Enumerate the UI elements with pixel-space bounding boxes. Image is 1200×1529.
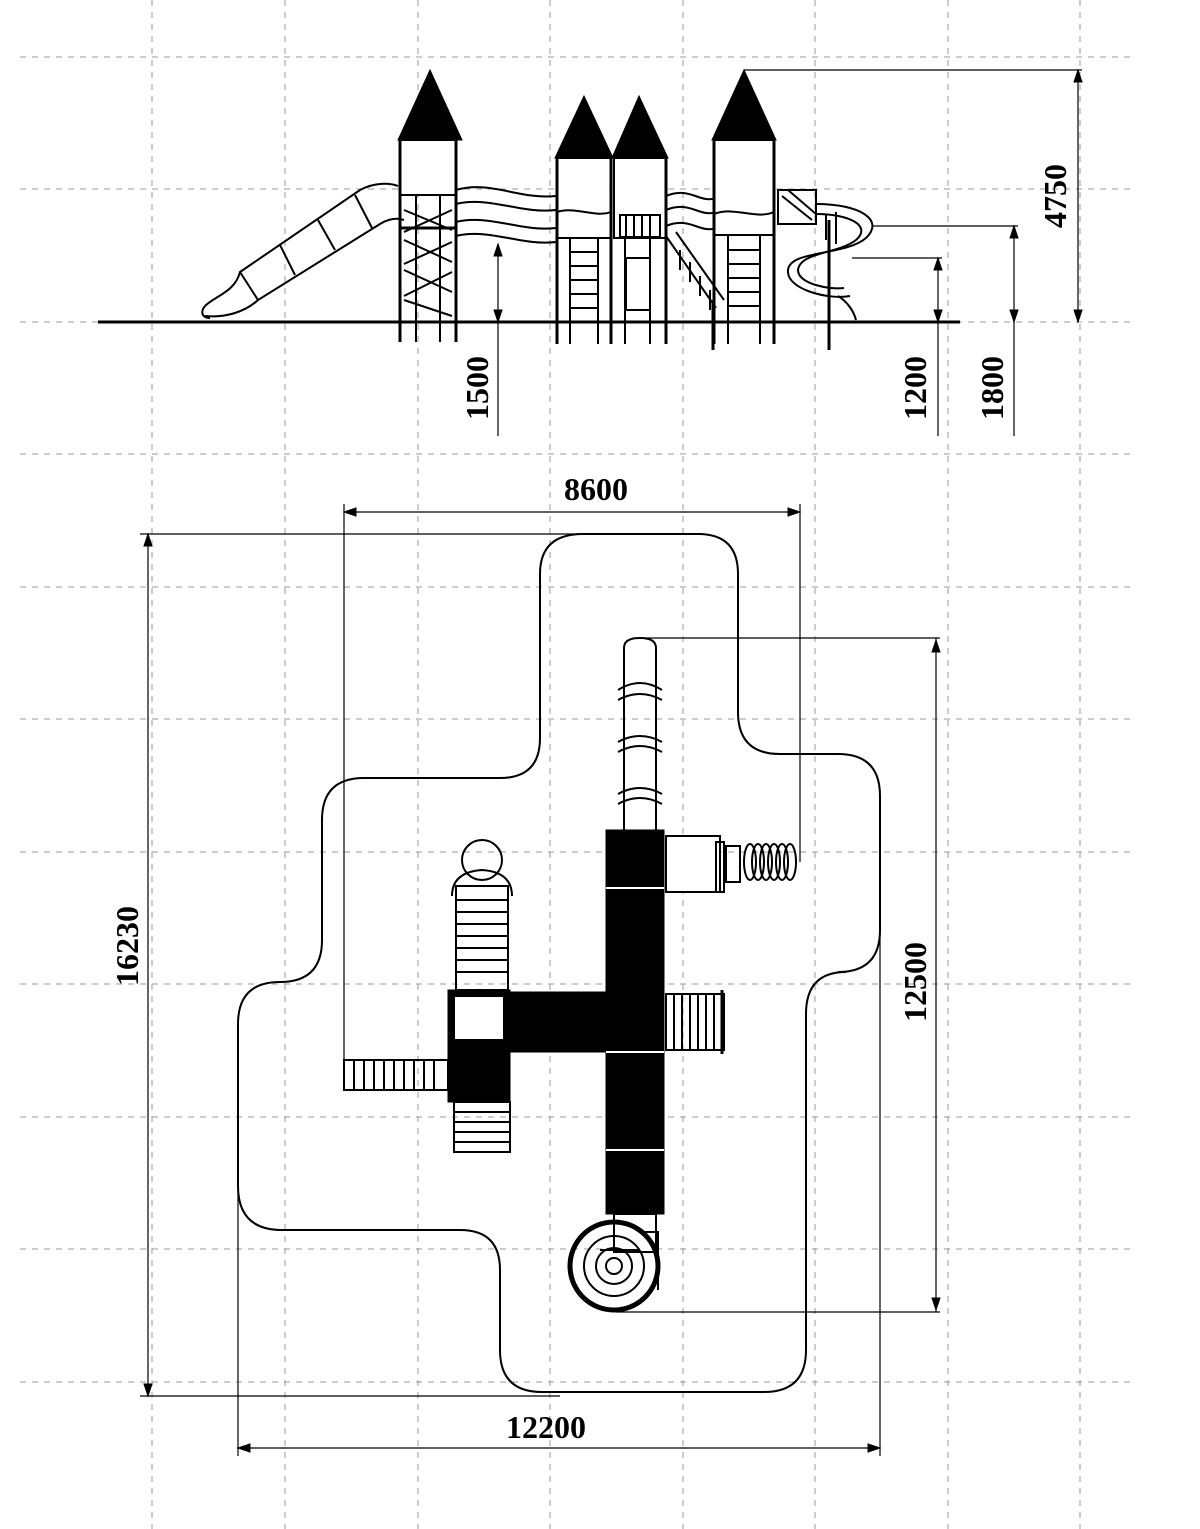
dimension-total-height: 4750 <box>744 68 1083 324</box>
dimension-label-1800: 1800 <box>974 356 1010 420</box>
plan-view: 8600 16230 12500 12200 <box>109 471 941 1456</box>
dimension-label-16230: 16230 <box>109 906 145 986</box>
dimension-label-12200: 12200 <box>506 1409 586 1445</box>
dimension-safety-zone-width: 12200 <box>236 930 882 1456</box>
left-bottom-ladder-plan <box>453 1101 511 1153</box>
dimension-label-1500: 1500 <box>459 356 495 420</box>
tower-4-elevation <box>711 68 777 344</box>
dimension-label-8600: 8600 <box>564 471 628 507</box>
dimension-label-12500: 12500 <box>897 942 933 1022</box>
tube-slide-elevation <box>201 182 405 319</box>
tower-1-elevation <box>397 68 463 342</box>
right-ladder-plan <box>665 990 725 1054</box>
tube-slide-plan <box>617 636 663 830</box>
dimension-spiral-platform-height: 1800 <box>872 224 1019 436</box>
tower-3-elevation <box>611 94 669 344</box>
cross-bridge <box>505 991 611 1053</box>
tower-2-elevation <box>554 94 614 344</box>
spiral-slide-plan <box>567 1213 661 1313</box>
dimension-platform-height: 1500 <box>459 242 503 436</box>
safety-zone-outline <box>237 533 881 1393</box>
spiral-coil-plan <box>743 843 797 881</box>
left-side-ladder-plan <box>343 1059 449 1091</box>
bridge-1-elevation <box>455 186 557 244</box>
background-grid <box>20 0 1135 1529</box>
right-upper-platform <box>665 835 797 893</box>
dimension-equipment-width: 8600 <box>342 471 802 1074</box>
dimension-equipment-length: 12500 <box>616 637 941 1313</box>
dimension-slide-exit-height: 1200 <box>852 256 943 436</box>
dimension-label-4750: 4750 <box>1037 164 1073 228</box>
left-top-ladder-plan <box>451 839 513 991</box>
dimension-safety-zone-height: 16230 <box>109 532 700 1398</box>
elevation-view: 4750 1500 1200 1800 <box>98 68 1083 436</box>
spiral-slide-elevation <box>777 189 874 350</box>
dimension-label-1200: 1200 <box>897 356 933 420</box>
bridge-2-elevation <box>665 191 717 231</box>
